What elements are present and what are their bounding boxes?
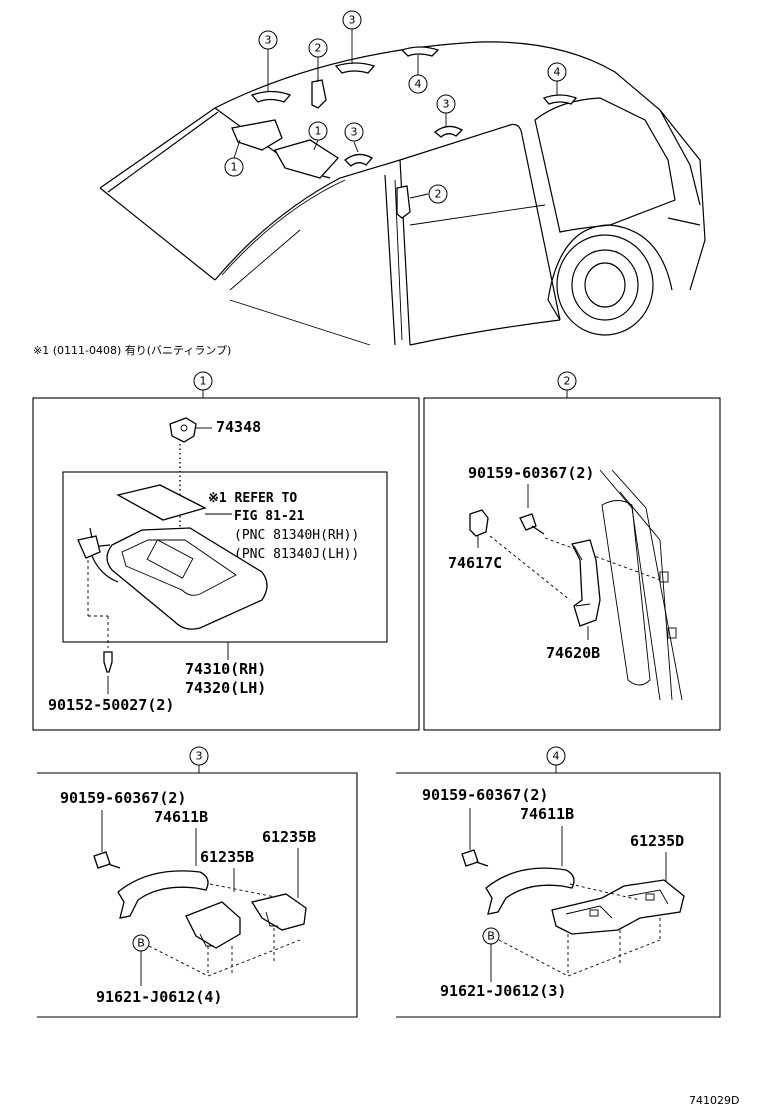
part-bracket-61235d: 61235D [630,832,684,850]
section-3-frame [37,772,358,1018]
part-screw-90159: 90159-60367(2) [60,789,186,807]
overview-callout: 4 [408,74,428,94]
part-screw-90159: 90159-60367(2) [468,464,594,482]
svg-text:4: 4 [415,78,422,91]
svg-text:1: 1 [231,161,238,174]
overview-callout: 3 [344,122,364,142]
svg-text:2: 2 [435,188,442,201]
bracket-icon [250,893,307,931]
section-2-frame [423,397,721,731]
sun-visor-icon [106,527,268,630]
vehicle-overview: 3 2 3 4 4 3 1 3 1 2 [99,10,706,346]
overview-callout: 1 [308,121,328,141]
svg-text:3: 3 [349,14,356,27]
screw-icon [461,849,479,867]
svg-text:1: 1 [315,125,322,138]
svg-text:3: 3 [351,126,358,139]
screw-icon [103,651,113,673]
section-3: 3 90159-60367(2) 74611B 61235B 61235B B … [37,746,358,1018]
bracket-icon [185,901,241,949]
section-number: 1 [200,375,207,388]
section-2: 2 90159-60367(2) 74617C 74620B [423,371,721,731]
part-grip-74611b: 74611B [520,805,574,823]
refer-note-line4: (PNC 81340J(LH)) [234,547,359,562]
part-cap-74617c: 74617C [448,554,502,572]
section-4: 4 90159-60367(2) 74611B 61235D B 91621-J… [396,746,721,1018]
section-number: 4 [553,750,560,763]
part-screw-90152: 90152-50027(2) [48,696,174,714]
refer-note-line2: FIG 81-21 [234,509,305,524]
part-clip-74348: 74348 [216,418,261,436]
visor-hinge-icon [77,535,101,559]
section-1-frame [32,397,420,731]
clip-ref: B [137,937,145,950]
part-bracket-61235b-b: 61235B [200,848,254,866]
part-grip-74620b: 74620B [546,644,600,662]
vanity-mirror-icon [116,484,207,521]
section-4-frame [396,772,721,1018]
assist-grip-icon [117,870,209,919]
visor-subframe [62,471,388,643]
section-number: 3 [196,750,203,763]
clip-icon [169,417,197,443]
part-screw-90159: 90159-60367(2) [422,786,548,804]
refer-note-line1: ※1 REFER TO [208,491,297,506]
svg-text:3: 3 [265,34,272,47]
part-visor-rh: 74310(RH) [185,660,266,678]
clip-ref: B [487,930,495,943]
overview-callout: 4 [547,62,567,82]
overview-callout: 1 [224,157,244,177]
part-visor-lh: 74320(LH) [185,679,266,697]
assist-grip-icon [485,867,575,915]
part-grip-74611b: 74611B [154,808,208,826]
part-bracket-61235b-a: 61235B [262,828,316,846]
overview-callout: 3 [436,94,456,114]
section-number: 2 [564,375,571,388]
top-note: ※1 (0111-0408) 有り(バニティランプ) [33,343,231,357]
overview-callout: 3 [258,30,278,50]
svg-text:3: 3 [443,98,450,111]
overview-callout: 3 [342,10,362,30]
assist-grip-icon [571,539,601,627]
cap-icon [469,509,489,537]
overview-callout: 2 [308,38,328,58]
overview-callout: 2 [428,184,448,204]
part-clip-91621: 91621-J0612(4) [96,988,222,1006]
refer-note-line3: (PNC 81340H(RH)) [234,528,359,543]
part-clip-91621: 91621-J0612(3) [440,982,566,1000]
screw-icon [93,851,111,869]
svg-text:2: 2 [315,42,322,55]
figure-id: 741029D [689,1094,739,1107]
bracket-icon [551,879,685,935]
section-1: 1 74348 ※1 REFER TO FIG 81-21 (PNC 81340… [32,371,420,731]
svg-text:4: 4 [554,66,561,79]
